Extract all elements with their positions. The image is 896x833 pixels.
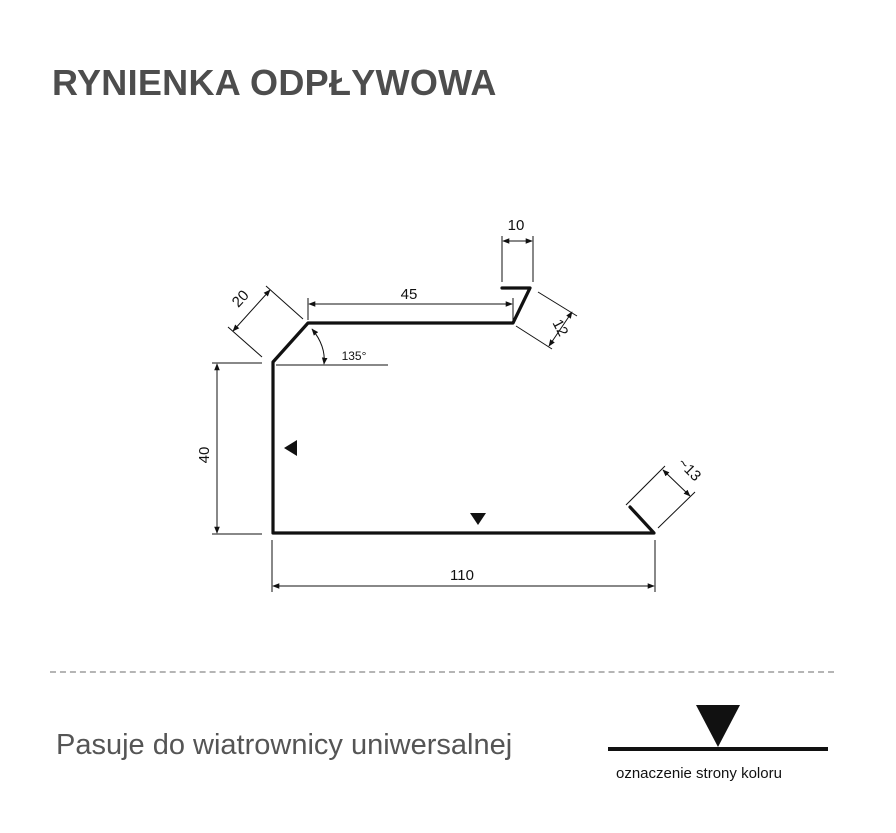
page-title: RYNIENKA ODPŁYWOWA <box>52 62 497 103</box>
dimension-hem-drop <box>515 291 578 350</box>
dimension-angle <box>276 328 388 366</box>
legend-label: oznaczenie strony koloru <box>616 765 782 782</box>
profile-outline <box>271 286 656 535</box>
dimension-label-top-hem: 10 <box>508 217 525 234</box>
dimension-label-angle: 135° <box>342 349 367 363</box>
section-divider <box>50 671 834 673</box>
color-side-triangle-icon <box>696 705 740 747</box>
dimension-label-top-flat: 45 <box>401 286 418 303</box>
dimension-label-height: 40 <box>196 447 213 464</box>
dimension-top-slope <box>227 285 304 358</box>
color-side-legend: oznaczenie strony koloru <box>608 705 830 790</box>
dimension-top-hem <box>501 236 534 282</box>
dimension-label-hem-drop: 12 <box>549 317 572 340</box>
color-side-marker-left <box>284 440 297 456</box>
color-side-marker-bottom <box>470 513 486 525</box>
dimension-top-flat <box>307 298 514 320</box>
dimension-lip <box>625 465 696 529</box>
dimension-label-bottom-width: 110 <box>450 567 474 584</box>
dimension-height <box>212 362 262 535</box>
dimension-bottom-width <box>271 540 656 592</box>
dimension-label-lip: ~13 <box>674 455 704 485</box>
compatibility-note: Pasuje do wiatrownicy uniwersalnej <box>56 729 513 761</box>
legend-line <box>608 747 828 751</box>
dimension-label-top-slope: 20 <box>229 287 253 311</box>
